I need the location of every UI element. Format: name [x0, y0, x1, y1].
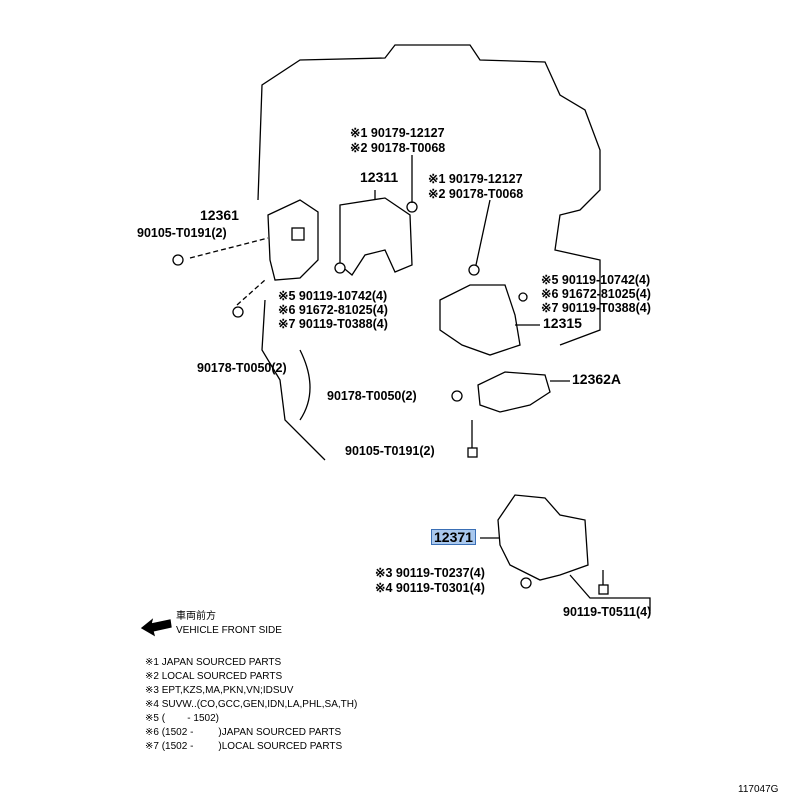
part-label-12315[interactable]: 12315	[543, 315, 582, 331]
part-label[interactable]: ※1 90179-12127	[350, 126, 445, 140]
part-label[interactable]: ※1 90179-12127	[428, 172, 523, 186]
bracket-12311	[339, 197, 413, 276]
part-label[interactable]: ※6 91672-81025(4)	[541, 287, 651, 301]
part-label-12311[interactable]: 12311	[360, 169, 399, 185]
part-label-12361[interactable]: 12361	[200, 207, 239, 223]
part-label[interactable]: ※7 90119-T0388(4)	[541, 301, 651, 315]
part-label[interactable]: 90105-T0191(2)	[345, 444, 435, 458]
part-label[interactable]: ※7 90119-T0388(4)	[278, 317, 388, 331]
part-label[interactable]: 90119-T0511(4)	[563, 605, 652, 619]
engine-outline	[257, 44, 601, 346]
note-4: ※4 SUVW..(CO,GCC,GEN,IDN,LA,PHL,SA,TH)	[145, 699, 358, 710]
part-label[interactable]: 90178-T0050(2)	[197, 361, 287, 375]
mount-12371	[497, 494, 589, 581]
part-label[interactable]: 90178-T0050(2)	[327, 389, 417, 403]
part-label[interactable]: ※6 91672-81025(4)	[278, 303, 388, 317]
diagram-code: 117047G	[738, 784, 779, 795]
note-5: ※5 ( - 1502)	[145, 713, 219, 724]
vehicle-front-arrow-icon	[140, 618, 172, 637]
bracket-12315	[439, 284, 521, 356]
part-label-12362A[interactable]: 12362A	[572, 371, 622, 387]
part-label[interactable]: ※2 90178-T0068	[428, 187, 524, 201]
part-label[interactable]: 90105-T0191(2)	[137, 226, 227, 240]
part-label[interactable]: ※3 90119-T0237(4)	[375, 566, 485, 580]
part-label[interactable]: ※5 90119-10742(4)	[541, 273, 651, 287]
note-3: ※3 EPT,KZS,MA,PKN,VN;IDSUV	[145, 685, 294, 696]
part-label-12371-highlighted[interactable]: 12371	[431, 529, 476, 545]
part-label[interactable]: ※4 90119-T0301(4)	[375, 581, 485, 595]
part-label[interactable]: ※2 90178-T0068	[350, 141, 446, 155]
mount-12362A	[477, 371, 551, 413]
note-7: ※7 (1502 - )LOCAL SOURCED PARTS	[145, 741, 343, 752]
note-6: ※6 (1502 - )JAPAN SOURCED PARTS	[145, 727, 342, 738]
direction-label-en: VEHICLE FRONT SIDE	[176, 625, 282, 636]
direction-label-jp: 車両前方	[176, 611, 216, 622]
note-1: ※1 JAPAN SOURCED PARTS	[145, 657, 282, 668]
note-2: ※2 LOCAL SOURCED PARTS	[145, 671, 283, 682]
part-label[interactable]: ※5 90119-10742(4)	[278, 289, 388, 303]
